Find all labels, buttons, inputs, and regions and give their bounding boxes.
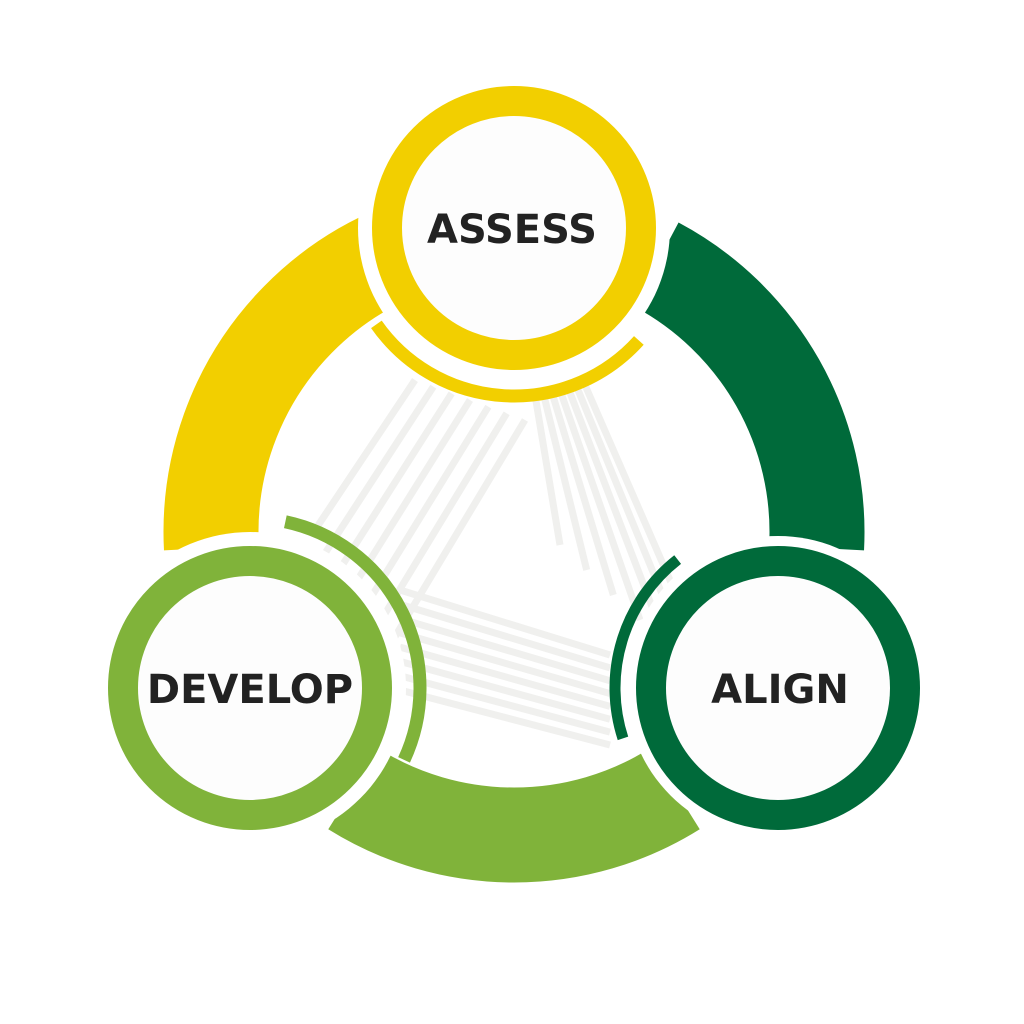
connector-line-assess-align bbox=[548, 390, 617, 597]
connector-line-assess-develop bbox=[362, 411, 510, 649]
connector-line-assess-develop bbox=[322, 384, 437, 556]
connector-line-assess-develop bbox=[352, 404, 492, 626]
node-label-develop: DEVELOP bbox=[147, 667, 353, 713]
node-label-assess: ASSESS bbox=[427, 207, 597, 253]
connector-line-develop-align bbox=[398, 600, 612, 672]
connector-line-assess-align bbox=[556, 388, 644, 622]
accent-arc-develop bbox=[283, 515, 427, 763]
connector-line-develop-align bbox=[398, 586, 612, 659]
connector-line-develop-align bbox=[399, 643, 611, 710]
connector-line-develop-align bbox=[399, 629, 611, 697]
connector-line-assess-align bbox=[531, 394, 564, 546]
node-align[interactable]: ALIGN bbox=[626, 536, 930, 840]
connector-line-develop-align bbox=[399, 686, 611, 749]
connector-line-develop-align bbox=[399, 658, 611, 723]
node-label-align: ALIGN bbox=[711, 667, 849, 713]
connector-line-develop-align bbox=[399, 615, 611, 685]
connector-line-assess-develop bbox=[312, 378, 418, 532]
accent-arc-align bbox=[609, 555, 682, 741]
connector-line-assess-align bbox=[539, 392, 591, 571]
connector-line-assess-develop bbox=[371, 418, 529, 672]
node-develop[interactable]: DEVELOP bbox=[94, 532, 406, 844]
connector-line-develop-align bbox=[399, 672, 611, 736]
accent-arc-assess bbox=[371, 320, 644, 403]
node-assess[interactable]: ASSESS bbox=[358, 72, 670, 384]
connector-line-assess-align bbox=[565, 387, 670, 647]
ring-segment-align bbox=[633, 222, 865, 551]
ring-segment-develop bbox=[328, 748, 700, 883]
